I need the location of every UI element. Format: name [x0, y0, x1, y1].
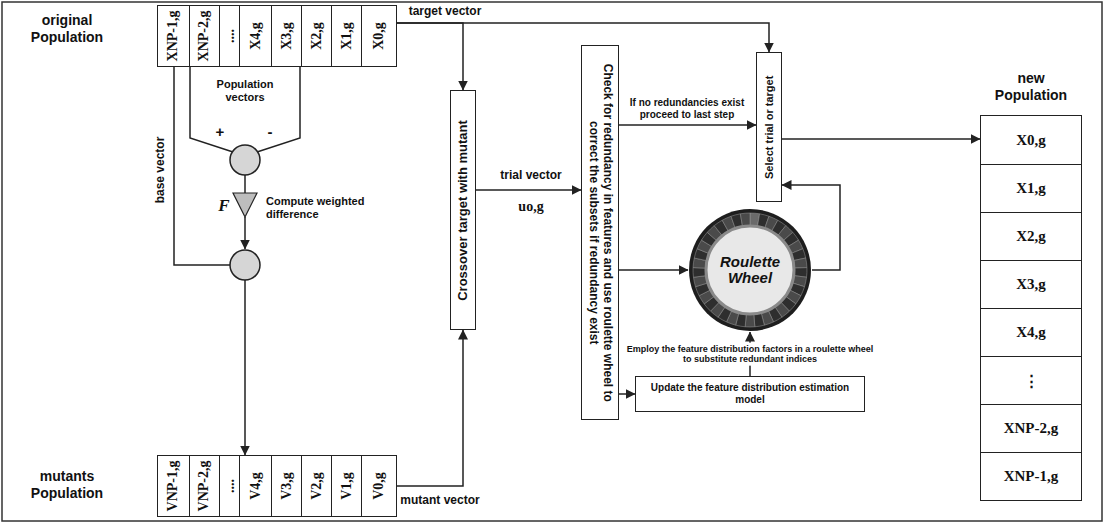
difference-wire — [244, 175, 246, 193]
vector-name: .... — [222, 479, 238, 493]
array-heading: original Population — [8, 12, 126, 46]
vector-cell: .... — [219, 456, 239, 516]
wheel-text: Roulette Wheel — [711, 254, 789, 287]
vector-name: X1,g — [1016, 180, 1046, 197]
process-box: Check for redundancy in features and use… — [581, 45, 619, 420]
edge-label: base vector — [154, 137, 168, 204]
edge-label: target vector — [409, 5, 482, 19]
vector-name: VNP-2,g — [197, 461, 213, 512]
population-array: mutants PopulationVNP-1,gVNP-2,g....V4,g… — [157, 455, 397, 517]
scale-triangle — [233, 193, 257, 217]
wheel-pocket — [693, 268, 706, 278]
diagram-label: + — [216, 123, 225, 140]
vector-name: XNP-2,g — [1004, 420, 1059, 437]
connector-arrow — [396, 23, 463, 90]
wheel-pocket — [745, 314, 755, 327]
box-text: Update the feature distribution estimati… — [642, 382, 858, 406]
vector-cell: X3,g — [981, 260, 1081, 308]
diagram-label: F — [218, 196, 229, 216]
box-text: Select trial or target — [763, 58, 776, 196]
vector-cell: V1,g — [331, 456, 361, 516]
vector-name: .... — [222, 29, 238, 43]
vector-cell: ⋮ — [981, 356, 1081, 404]
vector-name: XNP-1,g — [1004, 468, 1059, 485]
vector-cell: XNP-1,g — [158, 6, 189, 66]
vector-cell: X3,g — [271, 6, 301, 66]
vector-name: V1,g — [339, 472, 355, 500]
vector-name: X1,g — [339, 22, 355, 50]
vector-cell: XNP-2,g — [981, 404, 1081, 452]
vector-name: VNP-1,g — [166, 461, 182, 512]
edge-label: Employ the feature distribution factors … — [619, 343, 881, 366]
vector-name: X4,g — [1016, 324, 1046, 341]
process-box: Crossover target with mutant — [450, 90, 476, 330]
vector-cell: X2,g — [981, 212, 1081, 260]
array-heading: new Population — [991, 70, 1071, 104]
roulette-wheel: Roulette Wheel — [688, 208, 812, 332]
vector-name: X2,g — [309, 22, 325, 50]
diagram-label: Compute weighted difference — [266, 195, 374, 220]
connector-arrow — [619, 269, 688, 271]
connector-group — [174, 23, 980, 486]
difference-junction — [230, 145, 260, 175]
connector-arrow — [476, 189, 581, 191]
diagram-label: Population vectors — [205, 78, 285, 103]
vector-cell: X4,g — [239, 6, 271, 66]
connector-arrow — [619, 124, 756, 126]
vector-cell: .... — [219, 6, 239, 66]
wheel-group — [689, 209, 811, 331]
weighted-difference-wire — [244, 217, 246, 249]
edge-label: If no redundancies exist proceed to last… — [622, 97, 752, 120]
vector-cell: X1,g — [981, 164, 1081, 212]
box-text: Check for redundancy in features and use… — [586, 51, 614, 414]
vector-name: XNP-2,g — [197, 11, 213, 62]
vector-name: V3,g — [279, 472, 295, 500]
vector-cell: X1,g — [331, 6, 361, 66]
vector-name: X3,g — [279, 22, 295, 50]
box-text: Crossover target with mutant — [456, 96, 471, 324]
edge-label: mutant vector — [400, 494, 479, 508]
vector-cell: X0,g — [981, 116, 1081, 164]
process-box: Update the feature distribution estimati… — [635, 376, 865, 412]
vector-cell: V2,g — [301, 456, 331, 516]
population-array: original PopulationXNP-1,gXNP-2,g....X4,… — [157, 5, 397, 67]
sum-junction — [230, 250, 260, 280]
wheel-hub — [706, 226, 794, 314]
vector-cell: X4,g — [981, 308, 1081, 356]
vector-name: X2,g — [1016, 228, 1046, 245]
vector-cell: XNP-1,g — [981, 452, 1081, 500]
process-box: Select trial or target — [756, 52, 782, 202]
connector-arrow — [619, 393, 635, 395]
vector-name: X0,g — [1016, 132, 1046, 149]
array-heading: mutants Population — [8, 468, 126, 502]
vector-cell: VNP-2,g — [189, 456, 219, 516]
vector-name: X3,g — [1016, 276, 1046, 293]
vector-cell: V3,g — [271, 456, 301, 516]
vector-cell: X0,g — [361, 6, 396, 66]
vector-cell: V4,g — [239, 456, 271, 516]
vector-name: V4,g — [248, 472, 264, 500]
diagram-label: uo,g — [518, 199, 543, 215]
connector-arrow — [782, 138, 980, 140]
vector-name: ⋮ — [1024, 372, 1039, 390]
population-array: new PopulationX0,gX1,gX2,gX3,gX4,g⋮XNP-2… — [980, 115, 1082, 501]
vector-name: X4,g — [248, 22, 264, 50]
vector-cell: X2,g — [301, 6, 331, 66]
vector-cell: VNP-1,g — [158, 456, 189, 516]
wheel-rim — [689, 209, 811, 331]
vector-name: XNP-1,g — [166, 11, 182, 62]
vector-name: X0,g — [371, 22, 387, 50]
vector-cell: V0,g — [361, 456, 396, 516]
vector-cell: XNP-2,g — [189, 6, 219, 66]
diagram-label: - — [268, 123, 273, 140]
edge-label: trial vector — [500, 169, 561, 183]
vector-name: V2,g — [309, 472, 325, 500]
connector-arrow — [396, 330, 463, 486]
vector-name: V0,g — [371, 472, 387, 500]
